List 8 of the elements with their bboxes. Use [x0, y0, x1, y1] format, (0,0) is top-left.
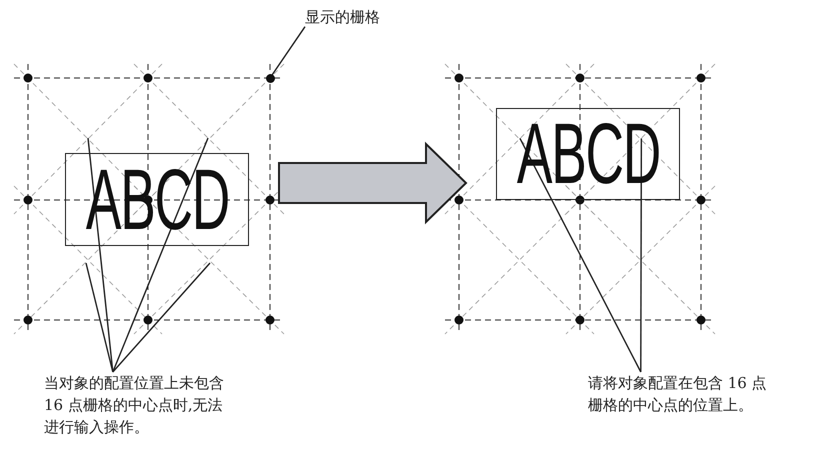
leader-line — [640, 138, 642, 372]
leader-line — [85, 262, 114, 372]
note-text: 请将对象配置在包含 16 点栅格的中心点的位置上。 — [588, 372, 770, 420]
grid-point — [266, 74, 274, 82]
leader-line — [112, 262, 211, 372]
note-text: 当对象的配置位置上未包含 16 点栅格的中心点时,无法进行输入操作。 — [44, 372, 230, 442]
callout-text: 显示的栅格 — [305, 6, 505, 50]
block-arrow — [278, 142, 468, 224]
